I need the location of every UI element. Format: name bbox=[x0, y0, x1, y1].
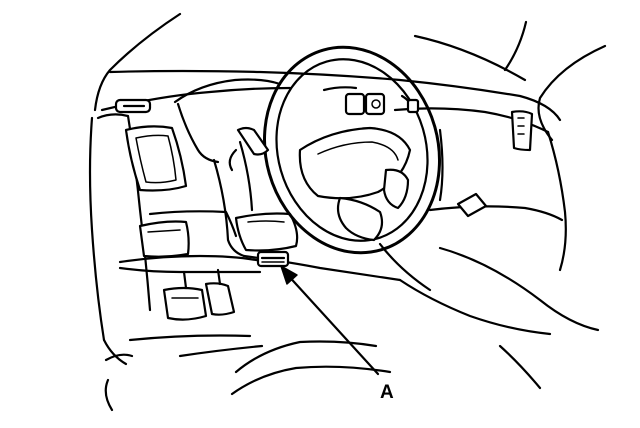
column-cover bbox=[234, 212, 299, 252]
steering-wheel bbox=[263, 45, 441, 255]
wiper-stalk bbox=[236, 126, 270, 156]
right-vent bbox=[510, 110, 534, 152]
obd-connector bbox=[256, 250, 290, 268]
floor-lines bbox=[128, 334, 542, 396]
callout-leader bbox=[280, 265, 380, 376]
accelerator-pedal bbox=[204, 268, 236, 316]
windshield-pillar bbox=[93, 12, 607, 142]
left-vent-upper bbox=[114, 98, 152, 114]
brake-pedal bbox=[162, 270, 208, 321]
instrument-cluster bbox=[322, 86, 420, 116]
dashboard-lower bbox=[118, 140, 600, 336]
left-switch-panel bbox=[138, 220, 190, 258]
callout-label-a: A bbox=[380, 382, 394, 403]
left-vent bbox=[124, 125, 188, 192]
glovebox-handle bbox=[456, 192, 488, 218]
